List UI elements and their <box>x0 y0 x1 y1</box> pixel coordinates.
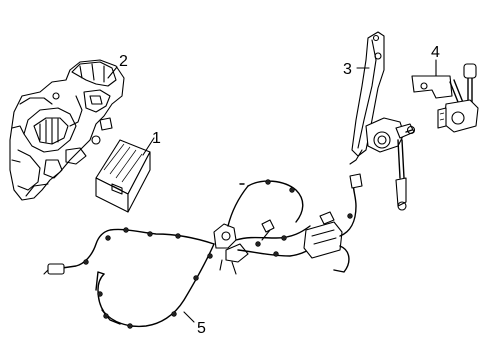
callout-4-label: 4 <box>431 44 440 61</box>
height-sensor-icon <box>411 63 479 133</box>
callout-2-label: 2 <box>119 53 128 70</box>
callout-1-leader <box>142 137 155 156</box>
bracket-assembly-icon <box>9 59 125 201</box>
wiring-harness-icon <box>43 173 363 329</box>
callout-3-label: 3 <box>343 61 352 78</box>
callout-5-label: 5 <box>197 320 206 337</box>
control-module-icon <box>95 139 151 213</box>
callout-2-leader <box>107 66 118 79</box>
height-sensor-bracket-icon <box>349 31 416 211</box>
callout-5-leader <box>183 311 195 323</box>
callout-1-label: 1 <box>152 130 161 147</box>
